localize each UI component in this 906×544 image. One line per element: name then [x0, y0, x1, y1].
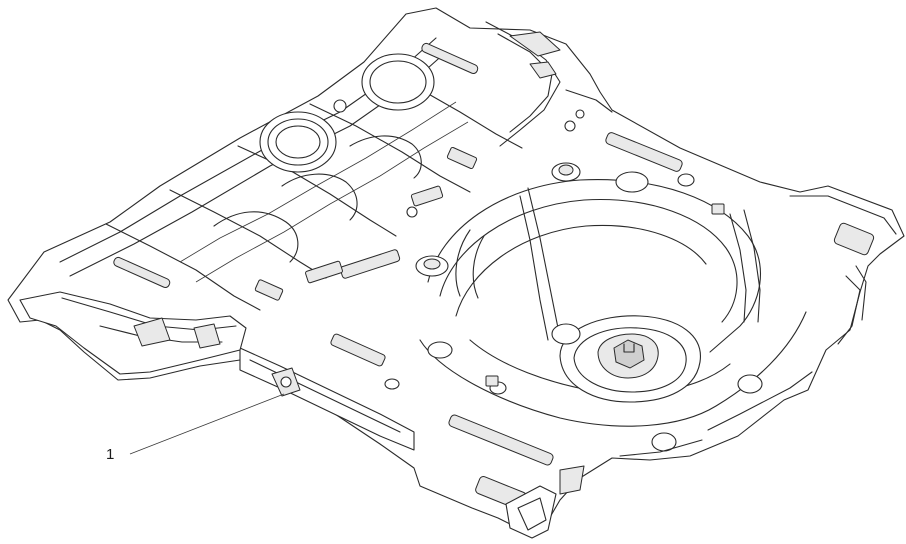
rear-edge-flange [619, 195, 897, 457]
lower-side-member [239, 347, 415, 451]
front-left-bracket [19, 291, 247, 375]
front-floor-openings [259, 53, 435, 218]
spare-wheel-mount [559, 315, 701, 403]
rear-bottom-bracket [505, 465, 585, 539]
upper-crossmember [485, 21, 613, 147]
callout-1-label: 1 [106, 446, 114, 463]
wheel-well-fittings [384, 162, 763, 452]
callout-1-leader-line [129, 393, 285, 455]
front-floor-slots [113, 42, 479, 367]
callout-1: 1 [106, 393, 285, 463]
